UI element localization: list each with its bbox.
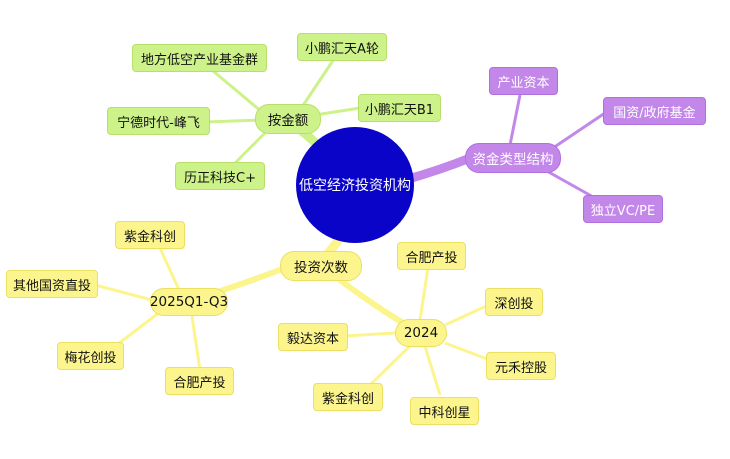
2024-item-zhongke[interactable]: 中科创星 — [410, 397, 479, 425]
connector — [400, 153, 475, 185]
fund-type-industrial[interactable]: 产业资本 — [489, 67, 558, 95]
connector — [544, 168, 596, 200]
amount-item-catl-fengfei[interactable]: 宁德时代-峰飞 — [107, 107, 210, 135]
connector — [94, 283, 153, 302]
2024-item-shenchuang[interactable]: 深创投 — [485, 288, 543, 316]
2024-item-hefei[interactable]: 合肥产投 — [397, 242, 466, 270]
amount-item-lizheng-c[interactable]: 历正科技C+ — [175, 162, 265, 190]
group-2024[interactable]: 2024 — [395, 319, 447, 347]
2024-item-zijin[interactable]: 紫金科创 — [313, 383, 383, 411]
center-node[interactable]: 低空经济投资机构 — [296, 127, 414, 243]
amount-item-xpeng-a[interactable]: 小鹏汇天A轮 — [297, 33, 387, 61]
connector — [423, 345, 442, 396]
connector — [368, 344, 412, 387]
amount-item-local-fund[interactable]: 地方低空产业基金群 — [132, 44, 267, 72]
branch-fund-type[interactable]: 资金类型结构 — [465, 143, 561, 173]
fund-type-vc-pe[interactable]: 独立VC/PE — [583, 195, 663, 223]
2024-item-yida[interactable]: 毅达资本 — [278, 323, 348, 351]
connector — [508, 94, 522, 146]
branch-count[interactable]: 投资次数 — [280, 251, 362, 281]
2025-item-hefei[interactable]: 合肥产投 — [165, 367, 234, 395]
connector — [549, 111, 606, 152]
2024-item-yuanhe[interactable]: 元禾控股 — [486, 352, 556, 380]
fund-type-state-gov[interactable]: 国资/政府基金 — [603, 97, 706, 125]
connector — [418, 267, 430, 321]
connector — [314, 106, 361, 117]
amount-item-xpeng-b1[interactable]: 小鹏汇天B1 — [358, 94, 441, 122]
2025-item-other-state[interactable]: 其他国资直投 — [6, 270, 98, 298]
group-2025q1q3[interactable]: 2025Q1-Q3 — [150, 288, 228, 316]
branch-amount[interactable]: 按金额 — [255, 104, 321, 134]
2025-item-meihua[interactable]: 梅花创投 — [57, 342, 124, 370]
connector — [158, 247, 182, 293]
2025-item-zijin[interactable]: 紫金科创 — [115, 221, 185, 249]
connector — [344, 331, 396, 338]
connector — [204, 118, 263, 124]
connector — [190, 315, 202, 371]
connector — [228, 126, 272, 170]
